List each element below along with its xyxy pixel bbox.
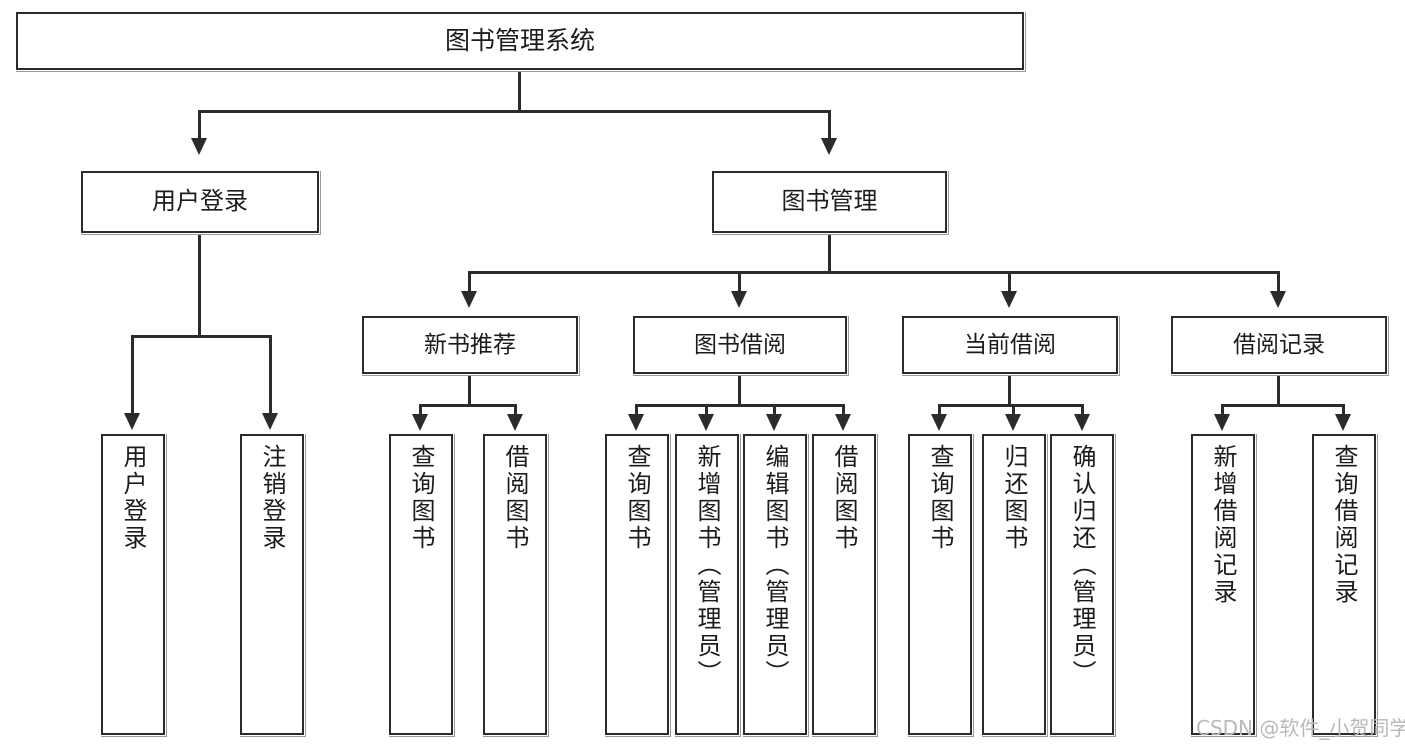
node-user-login[interactable]: 用户登录 [81,171,319,233]
connector-root-stem [518,70,521,112]
node-label: 当前借阅 [964,331,1056,358]
arrow-to-leaf-edit-book [766,414,782,431]
connector-bm-drop-3 [1008,271,1011,293]
node-label: 图书管理系统 [444,25,595,55]
connector-bm-drop-1 [468,271,471,293]
node-label: 用户登录 [152,187,248,216]
arrow-to-leaf-query-record [1335,414,1351,431]
node-leaf-query-record[interactable]: 查询借阅记录 [1312,434,1376,735]
connector-currentborrow-stem [1008,374,1011,406]
node-label: 确认归还（管理员） [1068,444,1096,687]
node-label: 新增图书（管理员） [693,444,721,687]
node-leaf-query-book-3[interactable]: 查询图书 [908,434,972,735]
arrow-to-bookmanage [821,138,837,155]
connector-bb-drop-2 [705,404,708,416]
arrow-to-leaf-user-login [124,413,140,430]
node-label: 借阅记录 [1233,331,1325,358]
node-leaf-return-book[interactable]: 归还图书 [982,434,1046,735]
node-label: 借阅图书 [501,444,529,552]
node-leaf-query-book-2[interactable]: 查询图书 [605,434,669,735]
connector-userlogin-drop-1 [131,335,134,415]
connector-br-drop-1 [1221,404,1224,416]
node-label: 注销登录 [258,444,286,552]
node-label: 借阅图书 [830,444,858,552]
arrow-to-borrow-record [1270,291,1286,308]
arrow-to-leaf-query-book-2 [628,414,644,431]
connector-bm-drop-2 [738,271,741,293]
node-root-system[interactable]: 图书管理系统 [16,12,1024,70]
connector-br-drop-2 [1342,404,1345,416]
connector-nb-drop-2 [514,404,517,416]
node-leaf-add-record[interactable]: 新增借阅记录 [1191,434,1255,735]
connector-bookborrow-bus [635,404,844,407]
connector-bookmanage-stem [828,233,831,273]
node-borrow-record[interactable]: 借阅记录 [1171,316,1387,374]
node-label: 图书管理 [781,187,878,216]
node-leaf-confirm-return[interactable]: 确认归还（管理员） [1050,434,1114,735]
node-label: 查询图书 [407,444,435,552]
node-label: 用户登录 [119,444,147,552]
arrow-to-leaf-borrow-book-1 [507,414,523,431]
node-label: 查询借阅记录 [1330,444,1358,606]
connector-bb-drop-4 [842,404,845,416]
node-leaf-edit-book[interactable]: 编辑图书（管理员） [743,434,807,735]
node-leaf-logout[interactable]: 注销登录 [240,434,304,735]
node-current-borrow[interactable]: 当前借阅 [902,316,1118,374]
connector-cb-drop-3 [1081,404,1084,416]
node-label: 查询图书 [623,444,651,552]
connector-root-to-bookmanage [828,110,831,140]
connector-userlogin-drop-2 [269,335,272,415]
connector-bb-drop-3 [773,404,776,416]
node-label: 新书推荐 [424,331,516,358]
arrow-to-leaf-add-book [698,414,714,431]
arrow-to-current-borrow [1001,291,1017,308]
connector-userlogin-bus [131,335,271,338]
arrow-to-leaf-logout [262,413,278,430]
node-leaf-borrow-book-1[interactable]: 借阅图书 [483,434,547,735]
connector-bookmanage-bus [468,271,1280,274]
arrow-to-new-book-rec [461,291,477,308]
arrow-to-leaf-query-book-3 [931,414,947,431]
connector-cb-drop-2 [1012,404,1015,416]
arrow-to-leaf-borrow-book-2 [835,414,851,431]
arrow-to-leaf-query-book-1 [412,414,428,431]
arrow-to-leaf-confirm-return [1074,414,1090,431]
node-leaf-borrow-book-2[interactable]: 借阅图书 [812,434,876,735]
connector-bb-drop-1 [635,404,638,416]
node-leaf-user-login[interactable]: 用户登录 [101,434,165,735]
connector-newbook-bus [419,404,517,407]
node-label: 编辑图书（管理员） [761,444,789,687]
node-leaf-query-book-1[interactable]: 查询图书 [389,434,453,735]
connector-newbook-stem [468,374,471,406]
node-label: 图书借阅 [694,331,786,358]
node-new-book-rec[interactable]: 新书推荐 [362,316,578,374]
connector-bookborrow-stem [738,374,741,406]
node-label: 归还图书 [1000,444,1028,552]
node-book-borrow[interactable]: 图书借阅 [633,316,847,374]
arrow-to-leaf-add-record [1214,414,1230,431]
connector-borrowrecord-bus [1221,404,1344,407]
connector-cb-drop-1 [938,404,941,416]
node-book-manage[interactable]: 图书管理 [712,171,947,233]
connector-bm-drop-4 [1277,271,1280,293]
node-leaf-add-book[interactable]: 新增图书（管理员） [675,434,739,735]
node-label: 查询图书 [926,444,954,552]
connector-currentborrow-bus [938,404,1084,407]
arrow-to-book-borrow [731,291,747,308]
connector-root-bus [198,110,831,113]
connector-root-to-userlogin [198,110,201,140]
node-label: 新增借阅记录 [1209,444,1237,606]
connector-userlogin-stem [198,233,201,337]
connector-nb-drop-1 [419,404,422,416]
arrow-to-leaf-return-book [1005,414,1021,431]
connector-borrowrecord-stem [1277,374,1280,406]
arrow-to-userlogin [191,138,207,155]
